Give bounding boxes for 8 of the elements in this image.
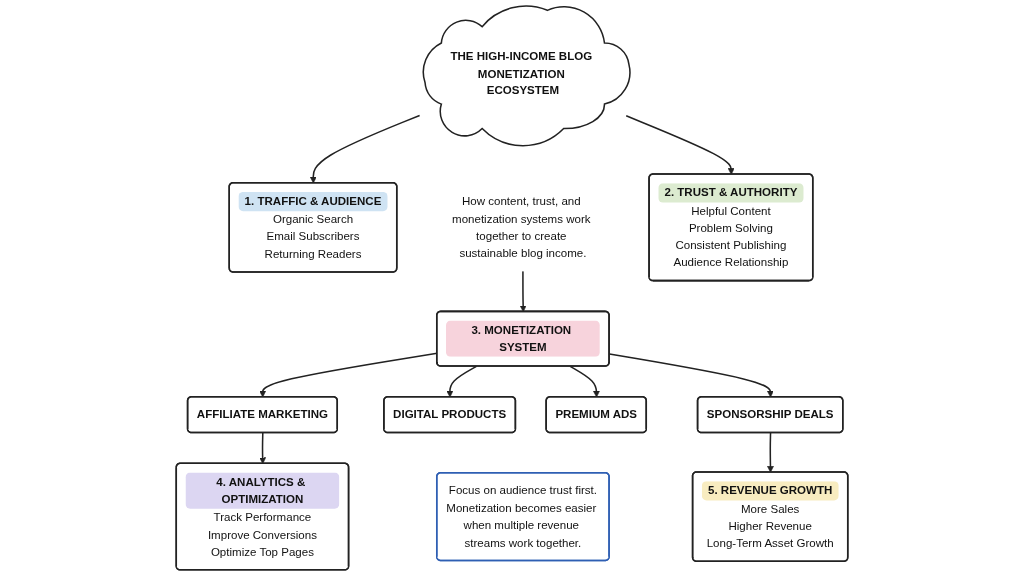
arrow [259,432,267,464]
arrow [309,114,421,184]
arrow [625,115,735,175]
arrow [767,432,774,473]
arrow [446,365,478,398]
arrow [569,365,600,398]
arrow [519,270,527,313]
node-text: How content, trust, and monetization systems work together to create sustainable blog income. [452,194,591,260]
